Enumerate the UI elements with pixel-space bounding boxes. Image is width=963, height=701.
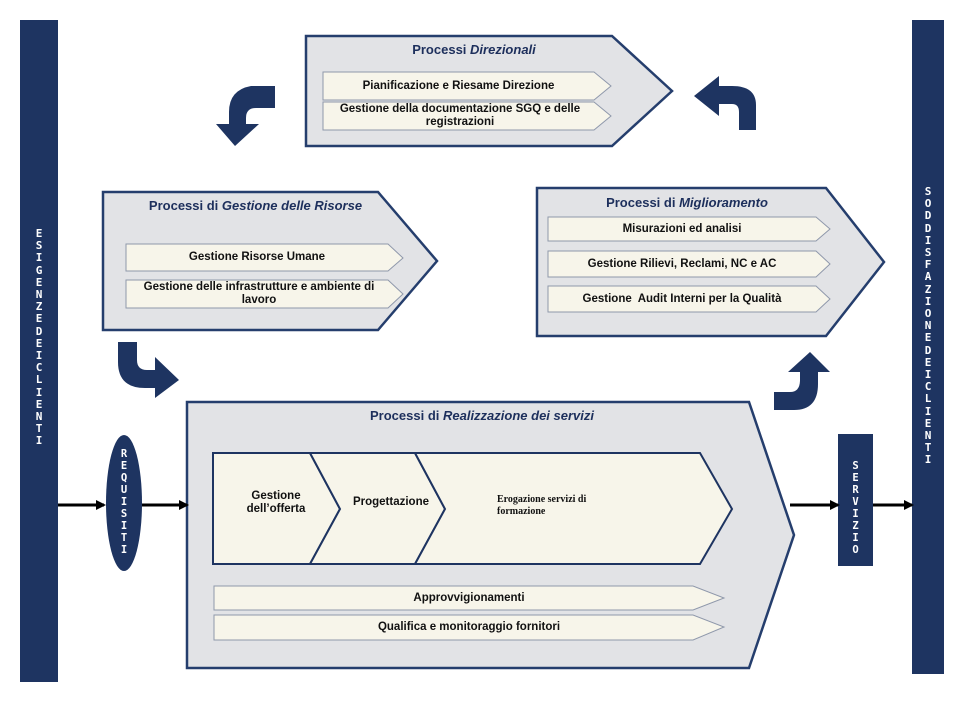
miglioramento-item-3-box [547,285,831,313]
direzionali-item-2-label: Gestione della documentazione SGQ e dell… [339,103,581,128]
left-customer-needs-bar [20,20,58,682]
requisiti-ellipse [106,435,142,571]
requisiti-word: REQUISITI [121,448,127,556]
left-bar-word: DEI [35,324,43,363]
servizio-box [838,434,873,566]
left-bar-word: CLIENTI [35,361,43,448]
risorse-title: Processi di Gestione delle Risorse [148,198,363,213]
chain-step-1-label: Gestione dell’offerta [246,490,306,515]
miglioramento-item-3-label: Gestione Audit Interni per la Qualità [582,292,782,305]
right-bar-word: SODDISFAZIONE [924,185,932,345]
miglioramento-item-1-label: Misurazioni ed analisi [622,222,742,235]
servizio-word: SERVIZIO [852,460,858,556]
realizzazione-item-2-label: Qualifica e monitoraggio fornitori [377,621,561,633]
miglioramento-item-2-label: Gestione Rilievi, Reclami, NC e AC [587,257,777,270]
miglioramento-item-2-box [547,250,831,278]
miglioramento-item-1-box [547,216,831,242]
miglioramento-title: Processi di Miglioramento [606,195,768,210]
servizio-word: SERVIZIO [852,460,859,556]
requisiti-word: REQUISITI [120,448,128,556]
left-bar-word: ESIGENZE [35,227,43,326]
right-customer-satisfaction-bar [912,20,944,674]
direzionali-item-1-label: Pianificazione e Riesame Direzione [362,79,555,92]
realizzazione-item-1-box [213,585,726,611]
cycle-arrow-top-right [694,76,756,130]
servizio-text: SERVIZIO [838,460,873,556]
risorse-item-2-label: Gestione delle infrastrutture e ambiente… [143,281,375,306]
direzionali-item-2-box [322,101,612,131]
risorse-item-2-box [125,279,404,309]
cycle-arrow-left-down [118,342,179,398]
right-bar-word: CLIENTI [924,380,932,467]
chain-step-3-label: Erogazione servizi di formazione [497,494,587,517]
direzionali-title: Processi Direzionali [412,42,536,57]
realizzazione-title: Processi di Realizzazione dei servizi [370,408,594,423]
requisiti-text: REQUISITI [106,448,142,556]
cycle-arrow-top-left [216,86,275,146]
risorse-item-1-label: Gestione Risorse Umane [188,251,326,263]
cycle-arrow-right-up [774,352,830,410]
right-bar-word: DEI [924,343,932,382]
direzionali-item-1-box [322,71,612,101]
chain-step-2-label: Progettazione [352,495,430,508]
chain-step-3-box [413,452,734,565]
realizzazione-item-1-label: Approvvigionamenti [413,591,525,604]
realizzazione-item-2-box [213,614,726,641]
risorse-item-1-box [125,243,404,272]
